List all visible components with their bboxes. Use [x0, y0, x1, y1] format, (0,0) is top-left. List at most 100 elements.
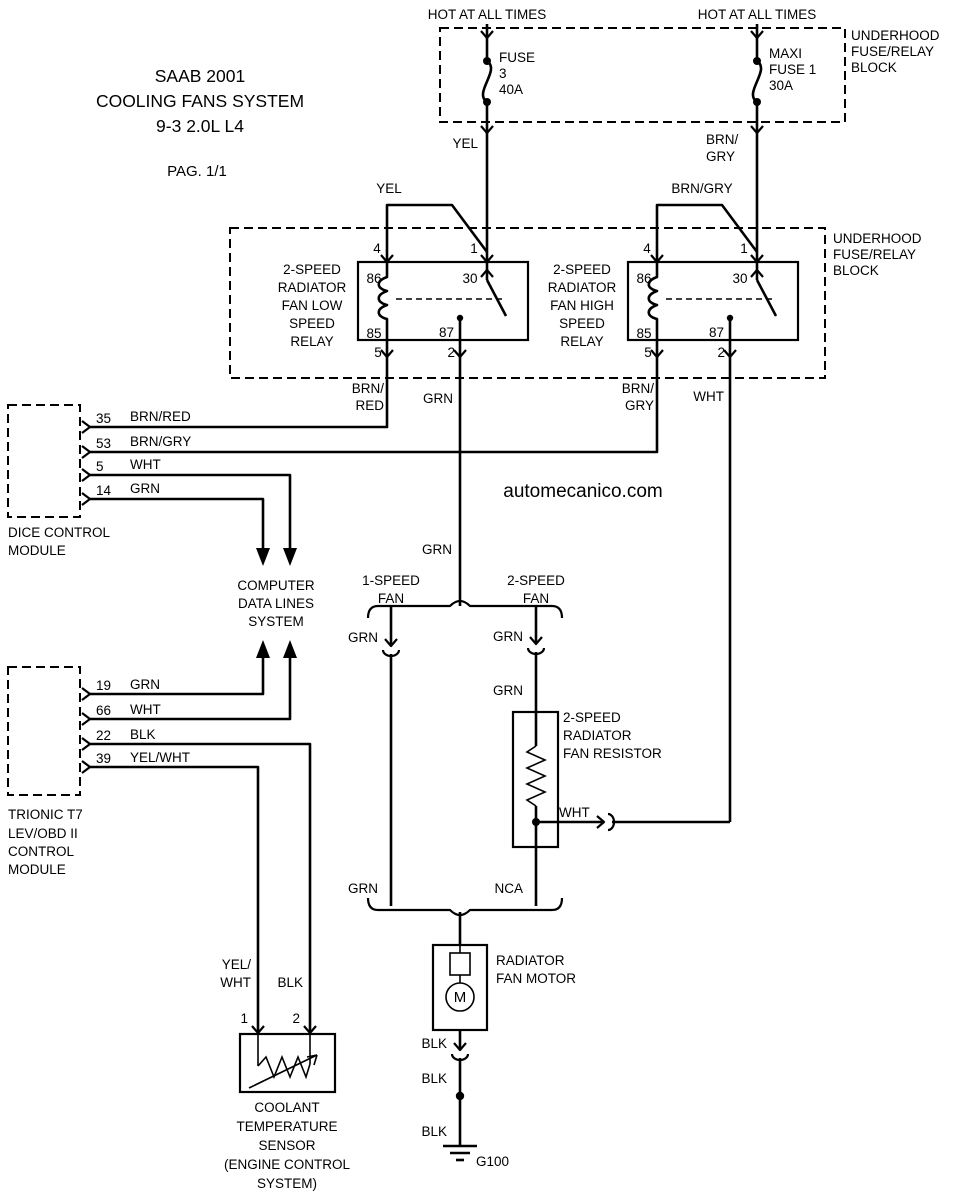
high-relay-name-4: SPEED [559, 316, 605, 331]
underhood-top-box [439, 27, 846, 123]
wire-label-brn-gry-2: GRY [625, 398, 654, 413]
wire-label-brn-gry-top-1: BRN/ [706, 132, 739, 147]
radiator-fan-motor: M [431, 943, 489, 1032]
sensor-name-2: TEMPERATURE [236, 1119, 337, 1134]
resistor-icon [525, 712, 547, 906]
low-relay-pin4: 4 [373, 241, 381, 256]
merge-brace-icon [366, 897, 564, 917]
down-arrow-icon [256, 548, 270, 566]
high-relay-switch-icon [726, 262, 778, 340]
data-lines-2: DATA LINES [238, 596, 314, 611]
high-speed-relay: 2-SPEED RADIATOR FAN HIGH SPEED RELAY 4 … [548, 241, 800, 360]
fuse3-label-1: FUSE [499, 50, 535, 65]
top-fuse-block: HOT AT ALL TIMES HOT AT ALL TIMES UNDERH… [376, 7, 940, 262]
fuse-3-icon [481, 24, 493, 262]
wire-label-wht-tap: WHT [559, 805, 590, 820]
low-relay-box [356, 260, 530, 342]
title-line-1: SAAB 2001 [155, 66, 245, 86]
motor-icon [445, 945, 475, 1012]
wire-label-grn-right-conn: GRN [493, 629, 523, 644]
high-relay-pin5: 5 [644, 345, 652, 360]
wire-label-yel-wht-2: WHT [220, 975, 251, 990]
wire-label-brn-gry-1: BRN/ [622, 381, 655, 396]
sensor-name-5: SYSTEM) [257, 1176, 317, 1191]
fuse3-label-3: 40A [499, 82, 523, 97]
top-block-label-3: BLOCK [851, 60, 897, 75]
low-relay-name-3: FAN LOW [282, 298, 343, 313]
trionic-pin-22: 22 [96, 728, 111, 743]
low-relay-name-4: SPEED [289, 316, 335, 331]
motor-ground-wire [450, 1030, 470, 1146]
low-relay-pin2: 2 [447, 345, 455, 360]
dice-name-1: DICE CONTROL [8, 525, 111, 540]
wire-label-grn-bottom: GRN [348, 881, 378, 896]
wire-label-yel-top: YEL [452, 136, 478, 151]
terminal-arrow-icons [480, 30, 764, 135]
title-block: SAAB 2001 COOLING FANS SYSTEM 9-3 2.0L L… [96, 66, 304, 180]
trionic-name-1: TRIONIC T7 [8, 807, 83, 822]
sensor-pin-2: 2 [292, 1011, 300, 1026]
wire-label-blk-3: BLK [421, 1124, 447, 1139]
ground-icon [443, 1144, 477, 1162]
two-speed-fan-1: 2-SPEED [507, 573, 565, 588]
low-speed-relay: 2-SPEED RADIATOR FAN LOW SPEED RELAY 4 1… [278, 241, 530, 360]
trionic-wire-19: GRN [130, 677, 160, 692]
low-relay-switch-icon [456, 262, 508, 340]
hot-at-all-times-left: HOT AT ALL TIMES [428, 7, 547, 22]
data-lines-1: COMPUTER [237, 578, 315, 593]
trionic-wire-39: YEL/WHT [130, 750, 190, 765]
wire-brn-gry [90, 340, 659, 454]
fan-circuit: GRN 1-SPEED FAN 2-SPEED FAN GRN GRN GRN … [348, 542, 730, 1169]
wire-label-nca: NCA [494, 881, 523, 896]
dice-wire-53: BRN/GRY [130, 434, 191, 449]
dice-wire-35: BRN/RED [130, 409, 191, 424]
low-relay-coil-icon [377, 262, 389, 340]
low-relay-pin86: 86 [366, 271, 381, 286]
top-block-label-1: UNDERHOOD [851, 28, 940, 43]
low-relay-pin30: 30 [462, 271, 477, 286]
trionic-name-2: LEV/OBD II [8, 826, 78, 841]
dice-name-2: MODULE [8, 543, 66, 558]
low-relay-name-5: RELAY [290, 334, 333, 349]
thermistor-icon [248, 1034, 318, 1089]
up-arrow-icon [256, 640, 270, 658]
trionic-pin-arrows [81, 687, 92, 774]
main-wiring [90, 340, 732, 1034]
wire-label-yel-wht-1: YEL/ [222, 957, 252, 972]
high-relay-pin85: 85 [636, 326, 651, 341]
feed-branch-wires [385, 203, 759, 262]
wire-label-blk-1: BLK [421, 1036, 447, 1051]
one-speed-fan-1: 1-SPEED [362, 573, 420, 588]
trionic-name-3: CONTROL [8, 844, 74, 859]
trionic-pin-19: 19 [96, 678, 111, 693]
motor-label-1: RADIATOR [496, 953, 565, 968]
wire-label-grn-resistor: GRN [493, 683, 523, 698]
low-relay-name-1: 2-SPEED [283, 262, 341, 277]
watermark-text: automecanico.com [503, 481, 662, 502]
high-relay-pin87: 87 [709, 325, 724, 340]
wire-label-blk-sensor: BLK [277, 975, 303, 990]
maxifuse-label-3: 30A [769, 78, 793, 93]
trionic-module: 19 66 22 39 GRN WHT BLK YEL/WHT TRIONIC … [7, 666, 190, 877]
high-relay-name-3: FAN HIGH [550, 298, 614, 313]
dice-pin-arrows [81, 420, 92, 506]
wire-label-blk-2: BLK [421, 1071, 447, 1086]
wire-blk-sensor [90, 742, 312, 1034]
low-relay-pin87: 87 [439, 325, 454, 340]
wire-label-brn-gry-top-2: GRY [706, 149, 735, 164]
dice-box [7, 404, 81, 518]
up-arrow-icon [283, 640, 297, 658]
fan-resistor [511, 710, 560, 906]
high-relay-pin86: 86 [636, 271, 651, 286]
relay-block: UNDERHOOD FUSE/RELAY BLOCK 2-SPEED RADIA… [229, 227, 922, 413]
trionic-wire-22: BLK [130, 727, 156, 742]
relay-block-label-2: FUSE/RELAY [833, 247, 916, 262]
high-relay-name-5: RELAY [560, 334, 603, 349]
fuse3-label-2: 3 [499, 66, 507, 81]
high-relay-box [626, 260, 800, 342]
wire-label-grn-left-conn: GRN [348, 630, 378, 645]
dice-pin-53: 53 [96, 436, 111, 451]
two-speed-fan-2: FAN [523, 591, 549, 606]
